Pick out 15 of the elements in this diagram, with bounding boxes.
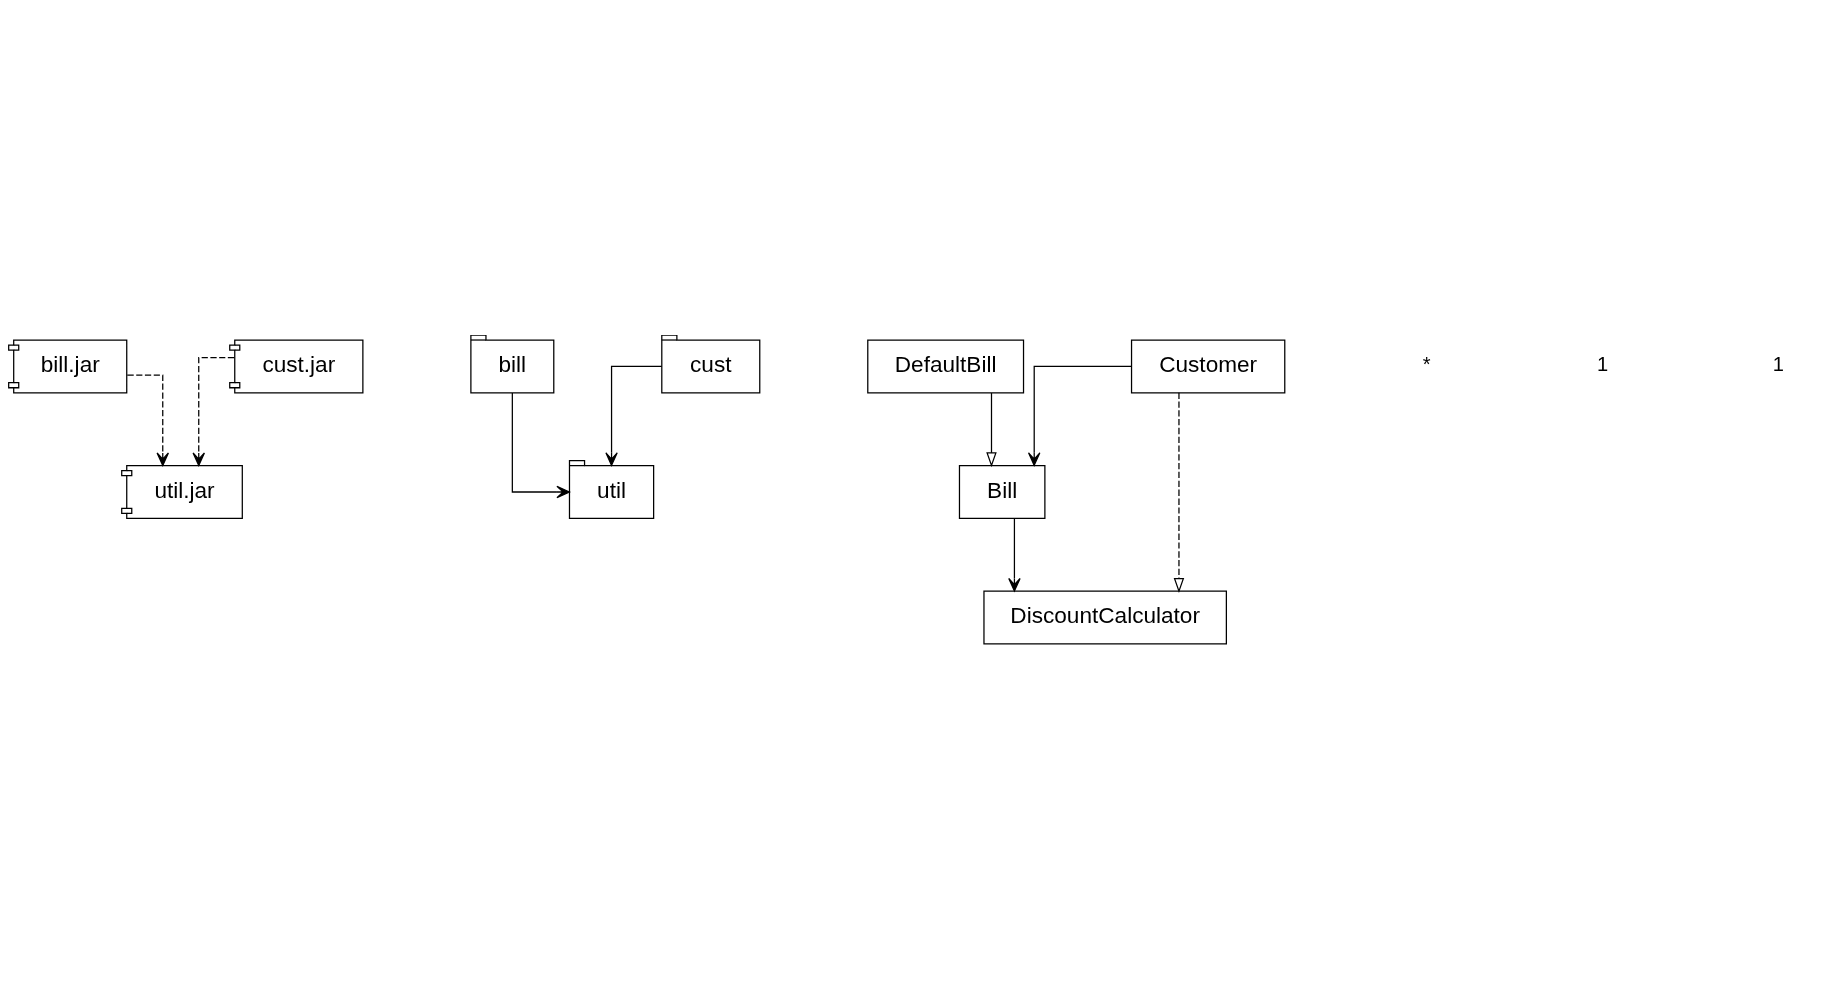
arrow [1173,391,1185,593]
label: * [1422,352,1431,375]
arrow [1027,365,1132,466]
node-box: DefaultBill [867,338,1025,393]
node-box: Customer [1130,338,1286,393]
node-box: Bill [958,464,1046,519]
arrow [986,391,997,467]
label: 1 [1596,352,1609,375]
arrow [126,374,170,466]
arrow [1008,517,1021,592]
node-box: DiscountCalculator [983,590,1227,645]
arrow [511,391,571,498]
arrow [605,365,663,466]
arrow [192,356,235,466]
label: 1 [1772,352,1784,375]
